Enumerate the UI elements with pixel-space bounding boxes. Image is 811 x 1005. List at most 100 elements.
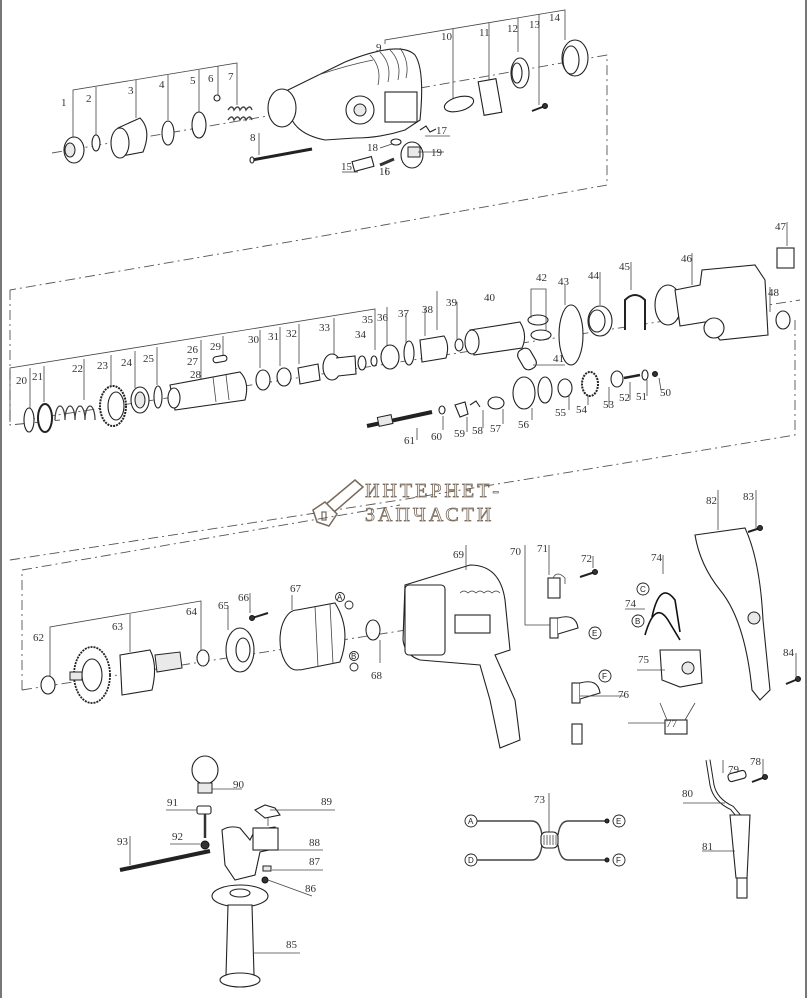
part-45-clip — [624, 294, 646, 330]
part-9-gear-housing — [267, 47, 423, 141]
part-74-wire-b — [644, 611, 681, 641]
svg-text:B: B — [635, 617, 640, 626]
part-72-screw — [579, 569, 598, 578]
label-part-26: 26 — [187, 344, 199, 356]
label-part-75: 75 — [638, 654, 650, 666]
svg-text:E: E — [592, 629, 597, 638]
marker-b-wire: B — [631, 614, 645, 628]
label-part-30: 30 — [248, 334, 260, 346]
part-17-lever — [419, 125, 437, 133]
watermark-line-1: ИНТЕРНЕТ- — [365, 480, 502, 502]
label-part-86: 86 — [305, 883, 317, 895]
label-part-21: 21 — [32, 371, 43, 383]
part-48-oring — [775, 310, 791, 330]
marker-e-housing: E — [588, 626, 602, 640]
label-part-33: 33 — [319, 322, 331, 334]
part-30-ring — [255, 369, 271, 391]
label-part-90: 90 — [233, 779, 245, 791]
label-part-46: 46 — [681, 253, 693, 265]
label-part-50: 50 — [660, 387, 672, 399]
label-part-61: 61 — [404, 435, 415, 447]
label-part-58: 58 — [472, 425, 484, 437]
label-part-74a: 74 — [651, 552, 663, 564]
label-part-31: 31 — [268, 331, 279, 343]
label-part-57: 57 — [490, 423, 502, 435]
part-61-shaft — [366, 410, 433, 428]
svg-text:F: F — [602, 672, 607, 681]
label-part-67: 67 — [290, 583, 302, 595]
label-part-60: 60 — [431, 431, 443, 443]
marker-f-housing: F — [598, 669, 612, 683]
part-56-clutch — [512, 376, 553, 410]
part-79-cord-clamp — [727, 769, 747, 783]
label-part-10: 10 — [441, 31, 453, 43]
label-part-55: 55 — [555, 407, 567, 419]
svg-text:A: A — [468, 817, 474, 826]
svg-text:C: C — [640, 585, 646, 594]
label-part-72: 72 — [581, 553, 592, 565]
part-43-seal — [558, 304, 584, 366]
label-part-14: 14 — [549, 12, 561, 24]
motor-assembly: A B E F C B 62 63 64 65 66 67 68 69 70 7… — [21, 490, 801, 749]
part-4-washer — [161, 120, 175, 146]
label-part-93: 93 — [117, 836, 129, 848]
part-78-screw — [751, 774, 768, 783]
power-cord-assembly: 79 78 80 81 — [682, 756, 768, 899]
label-part-29: 29 — [210, 341, 222, 353]
label-part-5: 5 — [190, 75, 196, 87]
part-16-spring — [379, 157, 395, 167]
label-part-85: 85 — [286, 939, 298, 951]
part-42-oring-bottom — [530, 329, 552, 341]
part-69-motor-housing — [402, 564, 521, 749]
label-part-92: 92 — [172, 831, 183, 843]
part-35-oring — [370, 355, 378, 367]
label-part-17: 17 — [436, 125, 448, 137]
label-part-44: 44 — [588, 270, 600, 282]
part-87-insert — [262, 865, 272, 872]
bracket-1-7 — [72, 62, 238, 153]
part-42-oring-top — [527, 314, 549, 326]
part-15-brush — [351, 155, 375, 173]
part-77-capacitor — [659, 702, 696, 735]
part-83-screw — [747, 525, 763, 533]
part-13-screw — [531, 103, 548, 112]
label-part-24: 24 — [121, 357, 133, 369]
label-part-59: 59 — [454, 428, 466, 440]
part-71-brush-holder — [547, 577, 561, 599]
part-70-brush-holder-clip — [549, 616, 579, 639]
watermark-line-2: ЗАПЧАСТИ — [365, 504, 494, 526]
part-21-seal — [37, 403, 53, 433]
svg-text:B: B — [351, 652, 356, 661]
part-64-bearing — [196, 649, 210, 667]
label-part-74b: 74 — [625, 598, 637, 610]
part-3-sleeve — [110, 117, 148, 159]
part-14-bushing — [561, 39, 589, 77]
part-2-ring — [91, 134, 101, 152]
part-65-baffle — [225, 627, 255, 673]
label-part-64: 64 — [186, 606, 198, 618]
marker-c: C — [636, 582, 650, 596]
part-29-pin — [212, 354, 228, 364]
part-53-bushing — [610, 370, 624, 388]
part-73-choke-coil — [540, 831, 559, 849]
part-34-oring — [357, 355, 367, 371]
svg-text:F: F — [616, 856, 621, 865]
part-38-ram — [419, 335, 449, 363]
label-part-40: 40 — [484, 292, 496, 304]
label-part-51: 51 — [636, 391, 647, 403]
label-part-47: 47 — [775, 221, 787, 233]
label-part-8: 8 — [250, 132, 256, 144]
label-part-70: 70 — [510, 546, 522, 558]
part-23-gear — [99, 385, 127, 427]
part-58-spring — [469, 400, 481, 408]
label-part-48: 48 — [768, 287, 780, 299]
part-54-gear — [581, 371, 599, 397]
label-part-3: 3 — [128, 85, 134, 97]
part-24-bearing — [130, 386, 150, 414]
label-part-34: 34 — [355, 329, 367, 341]
marker-f-wiring: F — [612, 853, 626, 867]
part-6-ball — [213, 94, 221, 102]
